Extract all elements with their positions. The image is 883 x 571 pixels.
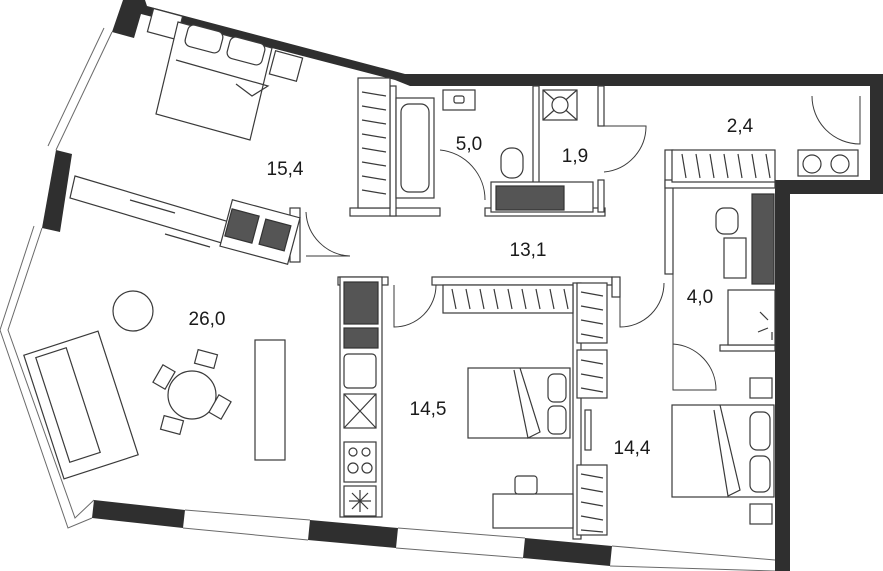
area-label-wc: 1,9 bbox=[562, 146, 588, 167]
area-label-bedroom-3: 14,4 bbox=[614, 438, 651, 459]
wardrobes bbox=[357, 77, 776, 536]
desk-tv-unit bbox=[129, 199, 301, 265]
area-label-bedroom-2: 14,5 bbox=[410, 399, 447, 420]
kitchen bbox=[339, 276, 437, 518]
living-furniture bbox=[23, 211, 351, 480]
area-label-living-room: 26,0 bbox=[189, 309, 226, 330]
bed-2 bbox=[467, 282, 665, 529]
windows bbox=[0, 27, 776, 571]
bed-1 bbox=[146, 7, 304, 141]
area-label-bedroom-1: 15,4 bbox=[267, 159, 304, 180]
exterior-walls bbox=[42, 0, 883, 571]
area-label-bathroom-1: 5,0 bbox=[456, 134, 482, 155]
bathroom-2-fixtures bbox=[672, 193, 776, 391]
area-labels: 15,4 5,0 1,9 2,4 13,1 26,0 4,0 14,5 14,4 bbox=[189, 116, 754, 459]
area-label-bathroom-2: 4,0 bbox=[687, 287, 713, 308]
balcony-fixtures bbox=[797, 95, 861, 177]
bed-3 bbox=[584, 377, 775, 525]
area-label-balcony: 2,4 bbox=[727, 116, 754, 137]
bathroom-1-fixtures bbox=[395, 89, 594, 213]
wc-fixtures bbox=[542, 89, 647, 173]
area-label-hall: 13,1 bbox=[510, 240, 547, 261]
